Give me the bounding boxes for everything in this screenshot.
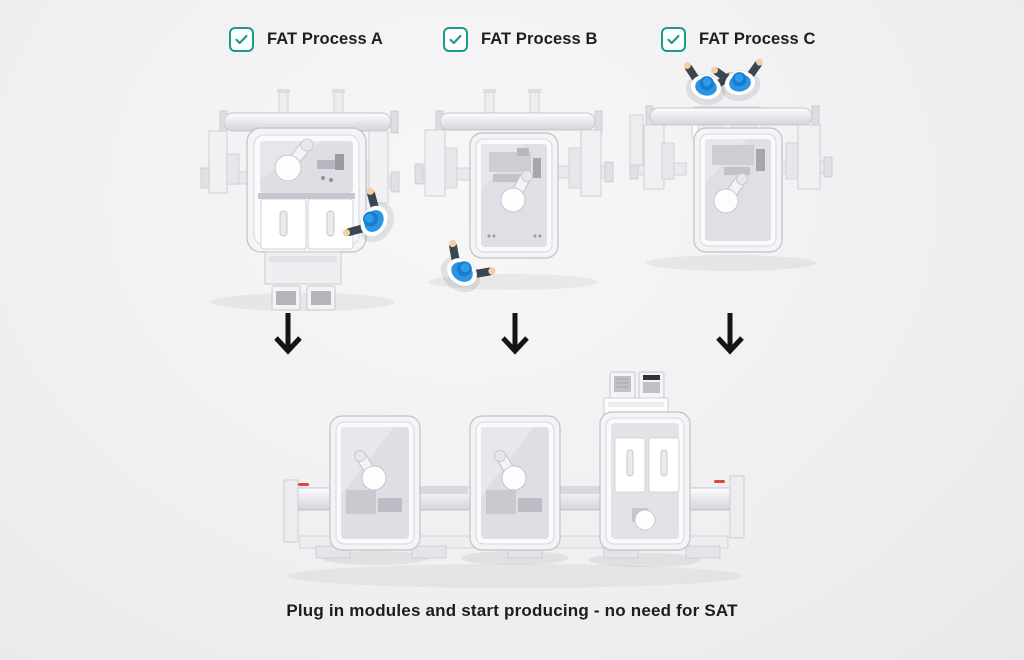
module-b-illustration bbox=[414, 89, 614, 312]
down-arrow-icon bbox=[716, 313, 744, 355]
process-c-header: FAT Process C bbox=[661, 27, 816, 52]
combined-line-illustration bbox=[283, 371, 745, 588]
down-arrow-icon bbox=[501, 313, 529, 355]
process-b-header: FAT Process B bbox=[443, 27, 598, 52]
checkbox-checked-icon[interactable] bbox=[229, 27, 254, 52]
process-a-header: FAT Process A bbox=[229, 27, 383, 52]
caption-text: Plug in modules and start producing - no… bbox=[286, 601, 738, 620]
process-a-label: FAT Process A bbox=[267, 30, 383, 48]
process-c-label: FAT Process C bbox=[699, 30, 816, 48]
module-c-illustration bbox=[629, 53, 833, 271]
down-arrow-icon bbox=[274, 313, 302, 355]
module-a-illustration bbox=[200, 89, 407, 311]
process-b-label: FAT Process B bbox=[481, 30, 598, 48]
checkbox-checked-icon[interactable] bbox=[661, 27, 686, 52]
checkbox-checked-icon[interactable] bbox=[443, 27, 468, 52]
